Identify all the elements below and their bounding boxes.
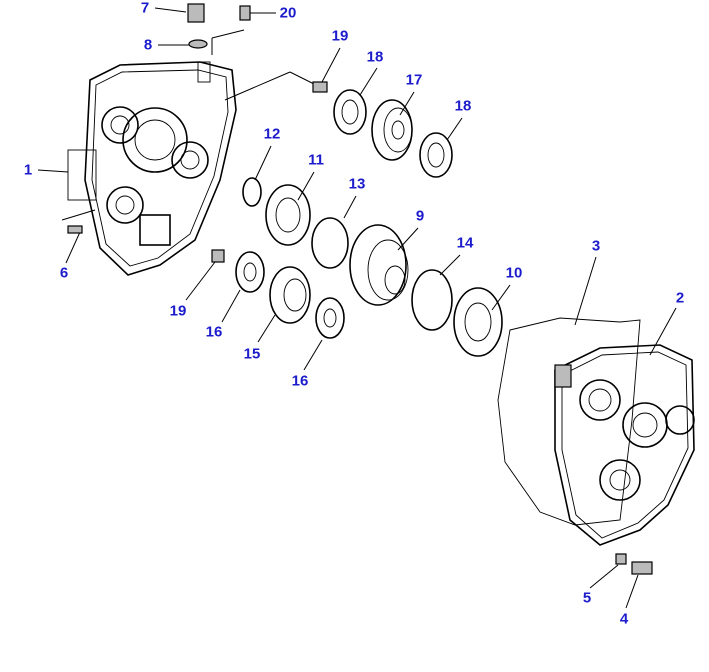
washer-8 <box>188 39 208 49</box>
callout-7[interactable]: 7 <box>140 0 150 17</box>
fitting-19a <box>312 81 328 93</box>
gear-15 <box>269 266 311 324</box>
callout-18[interactable]: 18 <box>454 97 472 115</box>
callout-12[interactable]: 12 <box>263 125 281 143</box>
callout-16[interactable]: 16 <box>291 372 309 390</box>
gear-17 <box>371 99 413 161</box>
leader-lines <box>37 7 677 609</box>
callout-6[interactable]: 6 <box>59 264 69 282</box>
bearing-10 <box>453 287 503 357</box>
callout-8[interactable]: 8 <box>143 36 153 54</box>
rear-cover <box>554 344 695 546</box>
snap-ring-13 <box>311 217 349 269</box>
callout-16[interactable]: 16 <box>205 323 223 341</box>
bearing-11 <box>265 184 311 246</box>
front-housing <box>67 61 237 276</box>
gasket-3 <box>497 317 641 526</box>
bearing-16b <box>315 297 345 339</box>
callout-20[interactable]: 20 <box>279 4 297 22</box>
bolt-4 <box>631 561 653 575</box>
washer-5 <box>615 553 627 565</box>
plug-20 <box>239 5 251 21</box>
pin-6 <box>67 225 83 234</box>
fitting-19b <box>211 249 225 263</box>
callout-14[interactable]: 14 <box>456 234 474 252</box>
callout-18[interactable]: 18 <box>366 48 384 66</box>
bearing-16a <box>235 251 265 293</box>
snap-ring-14 <box>411 269 453 331</box>
callout-2[interactable]: 2 <box>675 289 685 307</box>
callout-11[interactable]: 11 <box>308 151 324 169</box>
plug-7 <box>187 3 205 23</box>
callout-3[interactable]: 3 <box>591 237 601 255</box>
callout-17[interactable]: 17 <box>405 71 423 89</box>
callout-19[interactable]: 19 <box>331 27 349 45</box>
callout-19[interactable]: 19 <box>169 302 187 320</box>
callout-10[interactable]: 10 <box>505 264 523 282</box>
callout-15[interactable]: 15 <box>243 345 261 363</box>
snap-ring-12 <box>242 177 262 207</box>
callout-4[interactable]: 4 <box>619 610 629 628</box>
callout-5[interactable]: 5 <box>582 589 592 607</box>
bearing-18a <box>333 89 367 135</box>
callout-9[interactable]: 9 <box>415 207 425 225</box>
gear-9 <box>349 224 409 306</box>
callout-1[interactable]: 1 <box>23 161 33 179</box>
bearing-18b <box>419 132 453 178</box>
callout-13[interactable]: 13 <box>348 175 366 193</box>
